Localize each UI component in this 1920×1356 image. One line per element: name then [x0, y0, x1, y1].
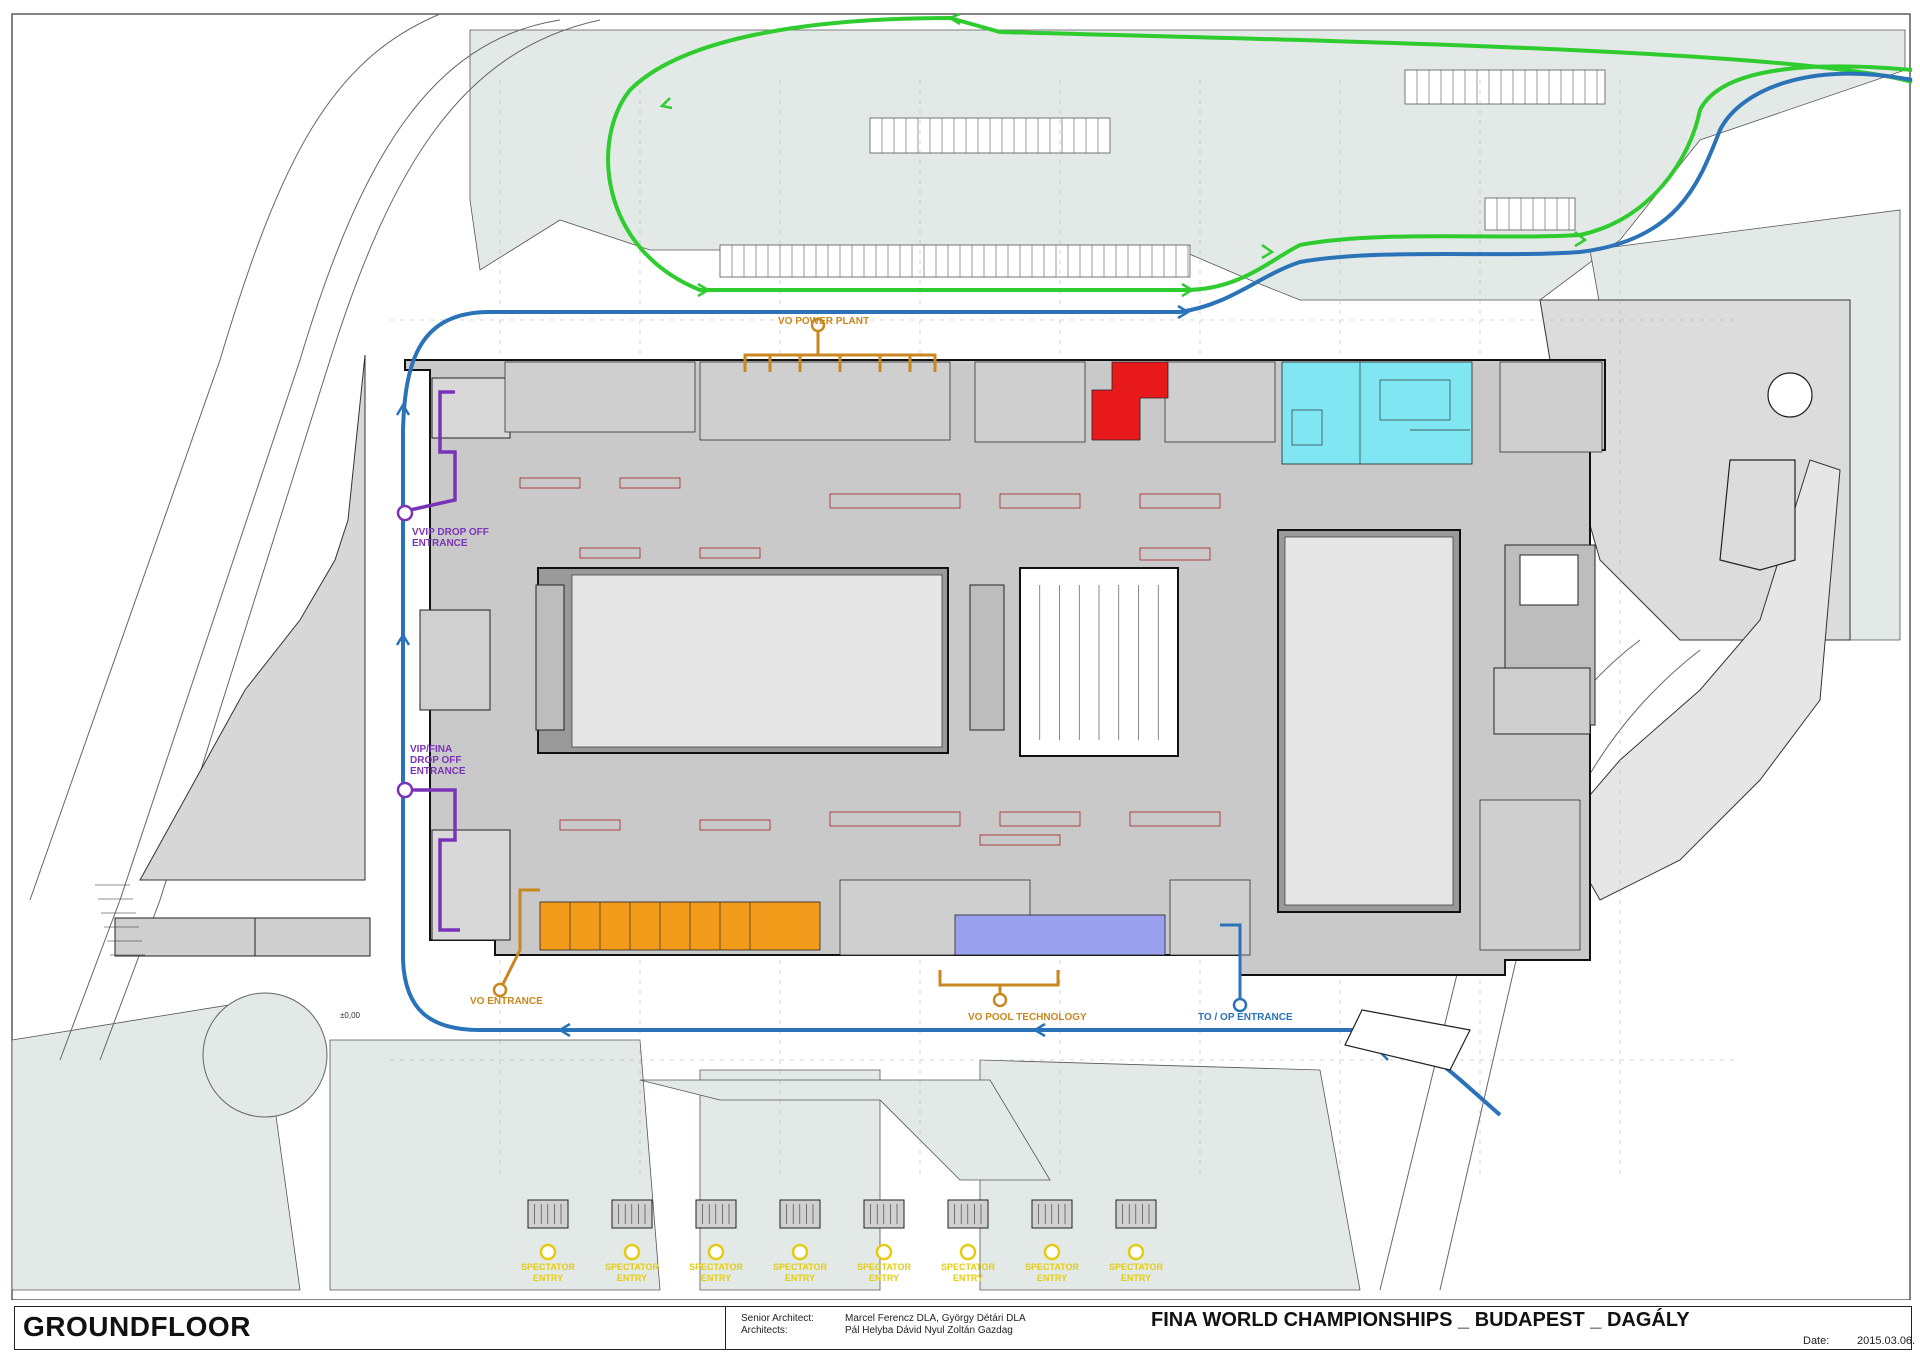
- cyan-room-details: [1291, 362, 1470, 464]
- project-title: FINA WORLD CHAMPIONSHIPS _ BUDAPEST _ DA…: [1151, 1309, 1690, 1331]
- vvip-label-line1: VVIP DROP OFF: [412, 527, 489, 538]
- parking-stripes: [731, 70, 1598, 277]
- spectator-entry-sublabel: ENTRY: [533, 1273, 563, 1283]
- diving-pool-lanes: [1039, 585, 1159, 740]
- spectator-entry-label: SPECTATOR: [521, 1262, 576, 1272]
- senior-architects: Marcel Ferencz DLA, György Détári DLA: [845, 1313, 1026, 1324]
- drawing-title: GROUNDFLOOR: [23, 1311, 251, 1342]
- architect-names: Marcel Ferencz DLA, György Détári DLA Pá…: [845, 1313, 1026, 1337]
- blue-route-op-entrance: [1220, 923, 1242, 1012]
- floor-furniture: [519, 477, 1221, 846]
- red-room: [1091, 361, 1169, 441]
- stairs-left: [95, 884, 145, 956]
- green-route: [606, 15, 1913, 292]
- date-label: Date:: [1803, 1335, 1830, 1347]
- architects: Pál Helyba Dávid Nyul Zoltán Gazdag: [845, 1325, 1013, 1336]
- orange-vo-rooms: [539, 901, 821, 951]
- orange-routes: [498, 330, 1060, 1000]
- cyan-pool-technology-room: [1281, 361, 1473, 465]
- spectator-entry-sublabel: ENTRY: [869, 1273, 899, 1283]
- level-label: ±0,00: [340, 1011, 361, 1020]
- site-plan: SPECTATORENTRYSPECTATORENTRYSPECTATORENT…: [11, 12, 1913, 1300]
- right-structures: [1344, 372, 1813, 1071]
- spectator-entry-label: SPECTATOR: [689, 1262, 744, 1272]
- vip-label-line1: VIP/FINA: [410, 744, 452, 755]
- title-block: GROUNDFLOOR Senior Architect: Architects…: [14, 1306, 1916, 1350]
- spectator-entry-sublabel: ENTRY: [1121, 1273, 1151, 1283]
- warmup-pool: [571, 574, 943, 748]
- spectator-entry-sublabel: ENTRY: [617, 1273, 647, 1283]
- bottom-left-building: [114, 917, 371, 957]
- spectator-gates: SPECTATORENTRYSPECTATORENTRYSPECTATORENT…: [521, 1199, 1164, 1283]
- vip-label-line3: ENTRANCE: [410, 766, 466, 777]
- power-plant-label: VO POWER PLANT: [778, 316, 869, 327]
- blue-route: [401, 71, 1913, 1117]
- to-op-entrance-label: TO / OP ENTRANCE: [1198, 1012, 1293, 1023]
- main-pool: [1284, 536, 1454, 906]
- pool-side-rooms: [535, 544, 1596, 735]
- route-markers: [396, 317, 1248, 1013]
- vo-entrance-label: VO ENTRANCE: [470, 996, 543, 1007]
- purple-routes: [409, 390, 460, 932]
- date-value: 2015.03.06.: [1857, 1335, 1916, 1347]
- orange-room-partitions: [569, 902, 751, 950]
- spectator-entry-sublabel: ENTRY: [1037, 1273, 1067, 1283]
- spectator-entry-sublabel: ENTRY: [953, 1273, 983, 1283]
- colored-rooms: [539, 361, 1473, 956]
- pool-technology-label: VO POOL TECHNOLOGY: [968, 1012, 1087, 1023]
- architects-label: Architects:: [741, 1325, 788, 1336]
- landscape-areas: [11, 29, 1906, 1291]
- spectator-entry-label: SPECTATOR: [941, 1262, 996, 1272]
- blue-rooms: [954, 914, 1166, 956]
- senior-architect-label: Senior Architect:: [741, 1313, 814, 1324]
- spectator-entry-sublabel: ENTRY: [701, 1273, 731, 1283]
- spectator-entry-label: SPECTATOR: [1025, 1262, 1080, 1272]
- spectator-entry-label: SPECTATOR: [605, 1262, 660, 1272]
- spectator-entry-label: SPECTATOR: [857, 1262, 912, 1272]
- vvip-label-line2: ENTRANCE: [412, 538, 468, 549]
- plan-labels: VVIP DROP OFF ENTRANCE VIP/FINA DROP OFF…: [340, 316, 1293, 1023]
- vip-label-line2: DROP OFF: [410, 755, 461, 766]
- role-labels: Senior Architect: Architects:: [741, 1313, 814, 1337]
- spectator-entry-label: SPECTATOR: [773, 1262, 828, 1272]
- title-divider: [725, 1307, 726, 1349]
- spectator-entry-label: SPECTATOR: [1109, 1262, 1164, 1272]
- spectator-entry-sublabel: ENTRY: [785, 1273, 815, 1283]
